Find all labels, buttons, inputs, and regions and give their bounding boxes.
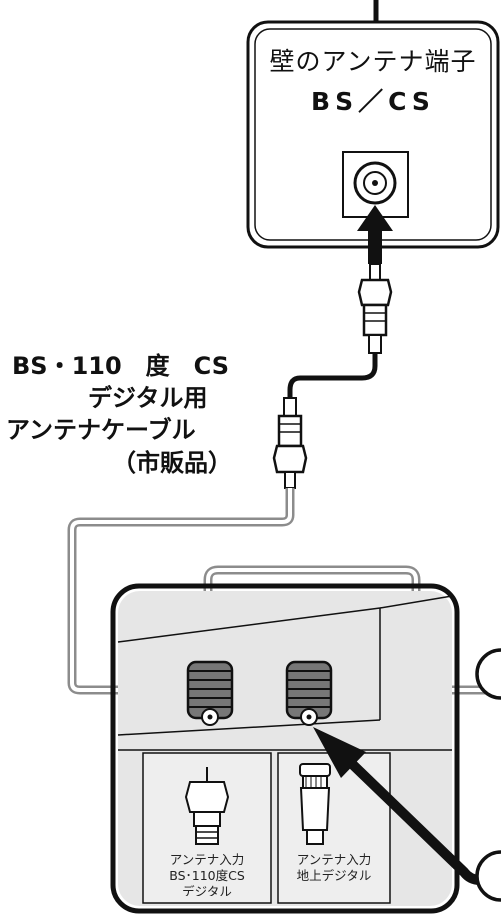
wall-terminal-title: 壁のアンテナ端子: [269, 47, 477, 76]
terrestrial-connector-icon: [299, 763, 331, 845]
marker-stub-upper: [475, 648, 501, 700]
wall-terminal-type: BS／CS: [311, 87, 435, 116]
terrestrial-port-label-line1: アンテナ入力: [296, 852, 372, 867]
bs-cs-port-label-line3: デジタル: [182, 884, 232, 896]
terrestrial-port-label-line2: 地上デジタル: [296, 868, 372, 883]
marker-stub-lower: [475, 850, 501, 902]
wall-socket-pin: [372, 180, 378, 186]
terrestrial-input-port: [285, 660, 333, 726]
cable-label-line1: BS・110 度 CS: [12, 352, 230, 380]
terrestrial-arrow: [313, 727, 366, 778]
bs-cs-port-label-line1: アンテナ入力: [169, 852, 245, 867]
lower-f-connector: [272, 397, 308, 489]
cable-label-line2: デジタル用: [88, 384, 208, 412]
wall-arrow: [357, 205, 393, 264]
bs-cs-port-label-line2: BS･110度CS: [169, 868, 245, 883]
cable-label-line3: アンテナケーブル: [6, 416, 196, 444]
tv-panel-frame: [110, 583, 460, 914]
cable-label-line4: （市販品）: [112, 449, 232, 477]
bs-cs-connector-icon: [184, 767, 230, 845]
bs-cs-input-port: [186, 660, 234, 726]
upper-f-connector: [357, 263, 393, 354]
antenna-cable: [287, 353, 378, 400]
